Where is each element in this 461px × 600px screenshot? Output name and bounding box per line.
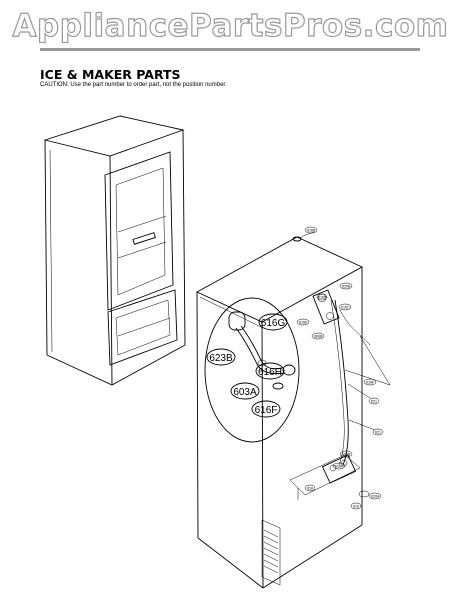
label-616A: 616A: [335, 465, 344, 469]
label-616D: 616D: [318, 296, 327, 300]
label-616F: 616F: [366, 381, 375, 385]
svg-text:616F: 616F: [255, 405, 278, 416]
header-rule: [40, 48, 420, 51]
label-616: 616: [353, 505, 359, 509]
label-606B: 606B: [314, 335, 323, 339]
label-603B: 603B: [342, 453, 351, 457]
refrigerator-cabinet-left: [43, 115, 186, 386]
callout-616H: [255, 362, 285, 380]
svg-text:616G: 616G: [261, 318, 286, 329]
label-621b: 621: [375, 431, 381, 435]
caution-note: CAUTION: Use the part number to order pa…: [40, 82, 227, 88]
svg-text:603A: 603A: [233, 387, 257, 398]
callout-603A: [230, 382, 260, 400]
page-title: ICE & MAKER PARTS: [40, 67, 181, 82]
watermark: AppliancePartsPros.com: [12, 7, 449, 44]
label-618: 618: [307, 487, 313, 491]
label-621a: 621: [371, 400, 377, 404]
svg-text:616H: 616H: [258, 367, 282, 378]
detail-oval: 616G 623B 616H 603A 616F: [204, 297, 300, 443]
label-620B: 620B: [342, 285, 351, 289]
callout-623B: [206, 348, 236, 366]
callout-616F: [251, 400, 281, 418]
small-position-labels: 616B 620B 616D 616C 616E 606B 616F 621 6…: [296, 226, 384, 510]
grille: [261, 519, 281, 586]
water-line-tubing: [312, 289, 391, 498]
svg-text:623B: 623B: [209, 353, 233, 364]
label-616C: 616C: [341, 306, 350, 310]
label-616E: 616E: [299, 321, 308, 325]
label-620A: 620A: [371, 495, 380, 499]
label-616B: 616B: [307, 229, 316, 233]
callout-616G: [258, 313, 288, 331]
